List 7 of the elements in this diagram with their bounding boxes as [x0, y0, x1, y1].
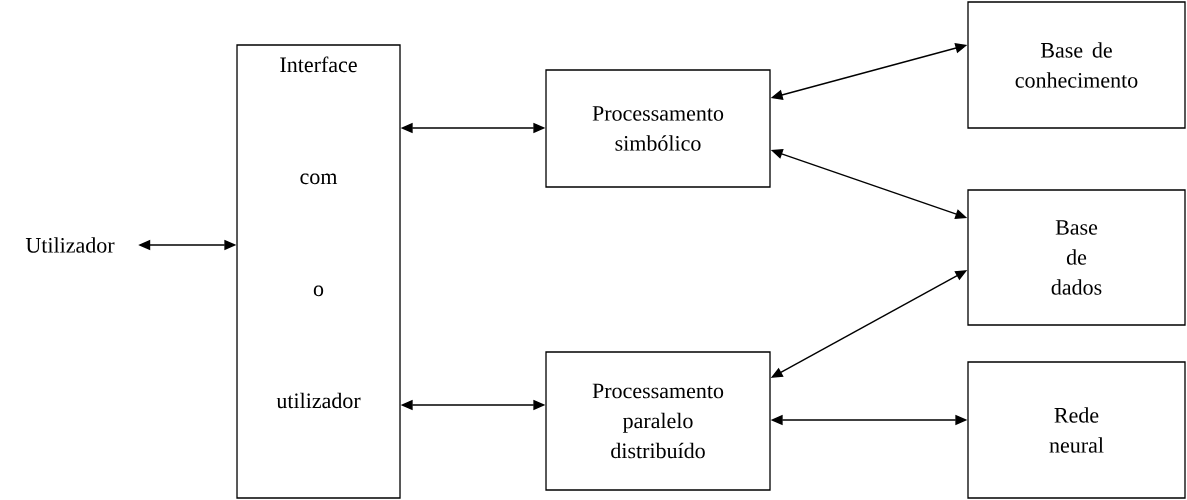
process-box: Base de dados: [967, 189, 1186, 326]
process-box: Rede neural: [967, 361, 1186, 499]
actor-label: Utilizador: [25, 237, 115, 253]
process-box: Processamento paralelo distribuído: [545, 351, 771, 491]
process-box: Base de conhecimento: [967, 1, 1186, 129]
process-box: Interface com o utilizador: [236, 44, 401, 499]
process-box: Processamento simbólico: [545, 69, 771, 188]
